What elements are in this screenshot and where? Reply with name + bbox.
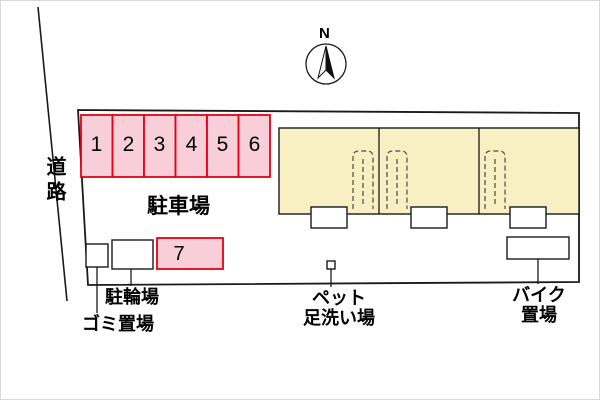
bike-parking-box (506, 236, 570, 260)
stair-symbol-3 (484, 150, 506, 209)
parking-space-4 (174, 114, 208, 178)
parking-space-3 (143, 114, 177, 178)
space-number-7: 7 (173, 243, 185, 265)
parking-space-7 (156, 237, 224, 270)
space-number-3: 3 (153, 133, 166, 156)
space-number-2: 2 (122, 133, 135, 156)
compass-north-label: N (319, 25, 330, 42)
garbage-box (85, 243, 109, 268)
parking-space-2 (111, 114, 145, 178)
parking-space-5 (206, 114, 240, 178)
road-edge-line (37, 6, 68, 302)
space-number-4: 4 (185, 133, 198, 156)
entrance-porch-1 (310, 206, 348, 229)
stair-symbol-1 (352, 150, 374, 209)
bike-parking-label-line2: 置場 (521, 305, 557, 325)
pet-wash-symbol (326, 260, 336, 270)
parking-space-6 (237, 114, 271, 178)
garbage-area-label: ゴミ置場 (82, 314, 154, 334)
building (278, 127, 580, 215)
bicycle-parking-label: 駐輪場 (105, 287, 159, 307)
road-label: 道路 (43, 156, 65, 206)
pet-wash-label-line2: 足洗い場 (303, 308, 375, 328)
space-number-1: 1 (90, 133, 103, 156)
entrance-porch-2 (410, 206, 448, 229)
pet-wash-label-line1: ペット (312, 288, 366, 308)
compass-circle (305, 43, 347, 85)
space-number-6: 6 (248, 133, 261, 156)
compass-needle-light (317, 45, 327, 80)
stair-symbol-2 (386, 150, 408, 209)
bicycle-parking-box (111, 239, 154, 270)
bike-parking-label-line1: バイク (512, 285, 566, 305)
space-number-5: 5 (216, 133, 229, 156)
parking-area-label: 駐車場 (147, 195, 210, 218)
compass-needle-dark (325, 45, 335, 80)
entrance-porch-3 (509, 206, 547, 229)
